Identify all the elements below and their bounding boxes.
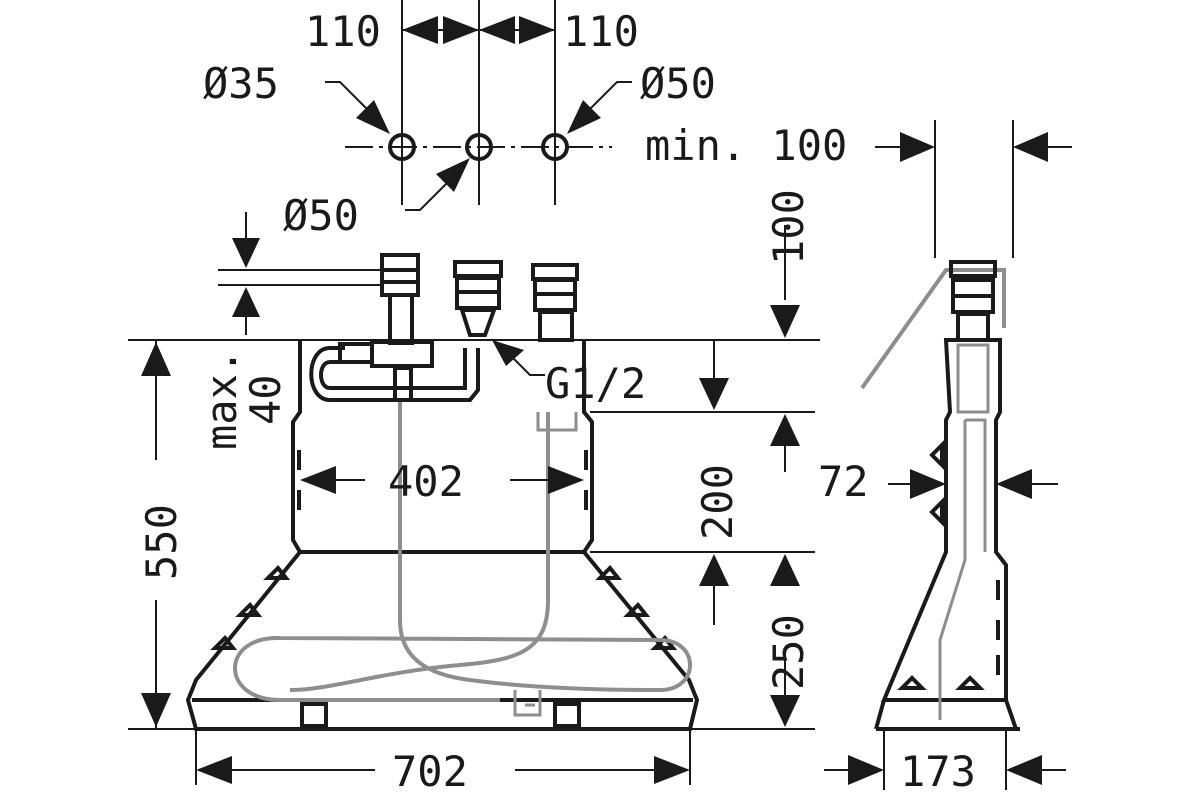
dim-side-depth: 173 — [900, 747, 976, 796]
front-view: max. 40 550 402 702 G1/2 100 — [128, 189, 820, 796]
dim-top-height: 100 — [764, 189, 813, 265]
hole-mid — [465, 133, 493, 161]
arrow-icon — [910, 469, 946, 499]
arrow-icon — [141, 342, 171, 376]
arrow-icon — [567, 100, 601, 134]
dim-spacing-right: 110 — [563, 7, 639, 56]
arrow-icon — [232, 287, 260, 317]
arrow-icon — [443, 16, 479, 44]
arrow-icon — [141, 693, 171, 727]
arrow-icon — [770, 695, 800, 727]
dim-hole-right: Ø50 — [640, 59, 716, 108]
dim-min-clearance: min. 100 — [645, 121, 847, 170]
valve-assembly — [309, 253, 579, 402]
arrow-icon — [356, 100, 390, 134]
hole-right — [541, 133, 569, 161]
base-tabs — [210, 565, 678, 728]
arrow-icon — [232, 238, 260, 268]
arrow-icon — [1013, 132, 1048, 162]
hole-left — [388, 133, 416, 161]
valve-mid — [453, 260, 503, 278]
arrow-icon — [654, 756, 690, 784]
dim-total-height: 550 — [137, 504, 186, 580]
arrow-icon — [699, 554, 729, 586]
dim-hole-left: Ø35 — [203, 59, 279, 108]
dim-thread: G1/2 — [545, 359, 646, 408]
arrow-icon — [196, 756, 232, 784]
arrow-icon — [770, 414, 800, 446]
arrow-icon — [479, 16, 515, 44]
valve-right — [531, 263, 579, 281]
dim-hole-mid: Ø50 — [283, 191, 359, 240]
dim-upper-height: 200 — [693, 464, 742, 540]
arrow-icon — [770, 305, 800, 338]
deck-outline — [860, 268, 1006, 390]
arrow-icon — [996, 469, 1032, 499]
dim-lower-height: 250 — [764, 614, 813, 690]
mixer-body — [370, 340, 434, 368]
arrow-icon — [436, 158, 470, 192]
arrow-icon — [848, 755, 884, 785]
arrow-icon — [300, 466, 336, 494]
top-view-hole-pattern: 110 110 Ø35 Ø50 Ø50 — [203, 0, 716, 240]
upper-housing — [291, 340, 594, 554]
arrow-icon — [900, 132, 935, 162]
arrow-icon — [402, 16, 438, 44]
lower-base — [185, 550, 700, 731]
arrow-icon — [770, 554, 800, 586]
dim-total-width: 702 — [392, 747, 468, 796]
arrow-icon — [1006, 755, 1042, 785]
arrow-icon — [492, 340, 524, 366]
arrow-icon — [548, 466, 584, 494]
side-housing — [880, 338, 1008, 702]
arrow-icon — [699, 378, 729, 410]
valve-left — [380, 253, 420, 297]
dim-inner-width: 402 — [388, 457, 464, 506]
hose-lines — [233, 400, 692, 717]
dim-spacing-left: 110 — [305, 7, 381, 56]
dim-side-width: 72 — [818, 457, 869, 506]
side-view: min. 100 72 173 — [645, 120, 1072, 796]
arrow-icon — [519, 16, 555, 44]
dim-max-value: 40 — [241, 374, 290, 425]
dim-max-label: max. — [197, 349, 246, 450]
